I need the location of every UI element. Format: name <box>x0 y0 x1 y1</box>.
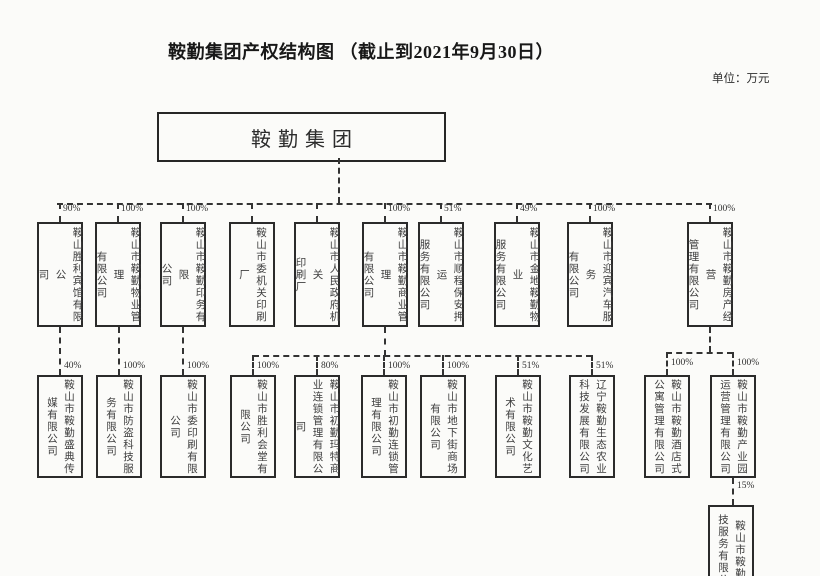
org-box-level1-7: 鞍山市金地鞍勤物业 服务有限公司 <box>494 222 540 327</box>
org-box-label: 鞍山市胜利会堂有 限公司 <box>239 378 267 475</box>
ownership-pct: 100% <box>447 361 470 371</box>
connector-stub <box>709 203 711 222</box>
org-box-level2-10: 鞍山市鞍勤产业园 运营管理有限公司 <box>710 375 756 478</box>
connector-stub <box>383 355 385 375</box>
connector-stub <box>732 352 734 375</box>
connector-stub <box>517 355 519 375</box>
org-box-label: 鞍山市鞍勤物业管理 有限公司 <box>95 226 141 323</box>
connector-stub <box>591 355 593 375</box>
connector-stub <box>384 203 386 222</box>
org-box-level2-0: 鞍山市鞍勤盛典传 媒有限公司 <box>37 375 83 478</box>
org-box-level2-5: 鞍山市初勤连锁管 理有限公司 <box>361 375 407 478</box>
connector-stub <box>589 203 591 222</box>
org-box-label: 鞍山市鞍勤盛典传 媒有限公司 <box>46 378 74 475</box>
ownership-pct: 100% <box>737 358 760 368</box>
org-box-level2-3: 鞍山市胜利会堂有 限公司 <box>230 375 276 478</box>
org-box-level2-9: 鞍山市鞍勤酒店式 公寓管理有限公司 <box>644 375 690 478</box>
org-box-label: 鞍山市迎宾汽车服务 有限公司 <box>567 226 613 323</box>
ownership-pct: 100% <box>388 204 411 214</box>
org-box-level1-2: 鞍山市鞍勤印务有限 公司 <box>160 222 206 327</box>
connector-stub <box>252 355 254 375</box>
org-box-level2-6: 鞍山市地下街商场 有限公司 <box>420 375 466 478</box>
org-box-level1-9: 鞍山市鞍勤房产经营 管理有限公司 <box>687 222 733 327</box>
org-box-label: 鞍山市鞍勤房产经营 管理有限公司 <box>687 226 733 323</box>
org-box-level1-4: 鞍山市人民政府机关 印刷厂 <box>294 222 340 327</box>
connector-stub <box>117 203 119 222</box>
org-box-label: 鞍山市鞍勤印务有限 公司 <box>160 226 206 323</box>
org-box-label: 鞍山市人民政府机关 印刷厂 <box>294 226 340 323</box>
ownership-pct: 49% <box>520 204 538 214</box>
ownership-pct: 100% <box>187 361 210 371</box>
ownership-pct: 80% <box>321 361 339 371</box>
org-box-label: 鞍山市鞍勤酒店式 公寓管理有限公司 <box>653 378 681 475</box>
connector-branch-drop <box>384 327 386 356</box>
org-box-label: 鞍山市委印刷有限 公司 <box>169 378 197 475</box>
connector-root-drop <box>338 158 340 203</box>
chart-title: 鞍勤集团产权结构图 （截止到2021年9月30日） <box>168 42 554 62</box>
org-box-level2-1: 鞍山市防盗科技服 务有限公司 <box>96 375 142 478</box>
org-box-label: 鞍山市地下街商场 有限公司 <box>429 378 457 475</box>
org-box-label: 鞍山市防盗科技服 务有限公司 <box>105 378 133 475</box>
org-box-level2-2: 鞍山市委印刷有限 公司 <box>160 375 206 478</box>
connector-drop <box>59 327 61 375</box>
ownership-pct: 51% <box>444 204 462 214</box>
ownership-pct: 100% <box>121 204 144 214</box>
ownership-pct: 100% <box>593 204 616 214</box>
ownership-pct: 15% <box>737 481 755 491</box>
org-box-label: 鞍山市初勤连锁管 理有限公司 <box>370 378 398 475</box>
org-box-level3-0: 鞍山市鞍勤科 技服务有限公司 <box>708 505 754 576</box>
ownership-pct: 100% <box>713 204 736 214</box>
org-box-label: 鞍山市鞍勤科 技服务有限公司 <box>717 514 745 576</box>
org-box-label: 鞍山市鞍勤商业管理 有限公司 <box>362 226 408 323</box>
connector-stub <box>251 203 253 222</box>
connector-stub <box>59 203 61 222</box>
ownership-pct: 51% <box>522 361 540 371</box>
org-box-level2-7: 鞍山市鞍勤文化艺 术有限公司 <box>495 375 541 478</box>
connector-drop <box>182 327 184 375</box>
connector-drop <box>118 327 120 375</box>
unit-label: 单位：万元 <box>712 73 770 85</box>
org-box-label: 鞍山胜利宾馆有限公 司 <box>37 226 83 323</box>
org-box-level1-3: 鞍山市委机关印刷厂 <box>229 222 275 327</box>
connector-stub <box>442 355 444 375</box>
ownership-pct: 51% <box>596 361 614 371</box>
org-box-level1-6: 鞍山市顺程保安押运 服务有限公司 <box>418 222 464 327</box>
org-box-label: 鞍山市鞍勤产业园 运营管理有限公司 <box>719 378 747 475</box>
root-box: 鞍勤集团 <box>157 112 446 162</box>
connector-level2-rail <box>253 355 592 357</box>
org-box-label: 鞍山市鞍勤文化艺 术有限公司 <box>504 378 532 475</box>
ownership-pct: 100% <box>671 358 694 368</box>
org-box-level1-0: 鞍山胜利宾馆有限公 司 <box>37 222 83 327</box>
connector-stub <box>516 203 518 222</box>
org-box-label: 辽宁鞍勤生态农业 科技发展有限公司 <box>578 378 606 475</box>
org-box-level1-1: 鞍山市鞍勤物业管理 有限公司 <box>95 222 141 327</box>
org-box-label: 鞍山市委机关印刷厂 <box>238 226 266 323</box>
connector-stub <box>182 203 184 222</box>
org-box-level1-5: 鞍山市鞍勤商业管理 有限公司 <box>362 222 408 327</box>
org-box-label: 鞍山市金地鞍勤物业 服务有限公司 <box>494 226 540 323</box>
connector-drop <box>732 478 734 505</box>
org-box-level2-4: 鞍山市初勤玛特商 业连锁管理有限公 司 <box>294 375 340 478</box>
ownership-pct: 90% <box>63 204 81 214</box>
org-box-level2-8: 辽宁鞍勤生态农业 科技发展有限公司 <box>569 375 615 478</box>
org-box-label: 鞍山市初勤玛特商 业连锁管理有限公 司 <box>294 378 340 475</box>
connector-stub <box>666 352 668 375</box>
connector-branch-drop <box>709 327 711 352</box>
ownership-pct: 100% <box>123 361 146 371</box>
ownership-pct: 100% <box>186 204 209 214</box>
connector-stub <box>440 203 442 222</box>
ownership-pct: 40% <box>64 361 82 371</box>
connector-level2-rail-right <box>666 352 733 354</box>
connector-stub <box>316 355 318 375</box>
connector-stub <box>316 203 318 222</box>
ownership-pct: 100% <box>257 361 280 371</box>
org-box-level1-8: 鞍山市迎宾汽车服务 有限公司 <box>567 222 613 327</box>
ownership-pct: 100% <box>388 361 411 371</box>
org-box-label: 鞍山市顺程保安押运 服务有限公司 <box>418 226 464 323</box>
